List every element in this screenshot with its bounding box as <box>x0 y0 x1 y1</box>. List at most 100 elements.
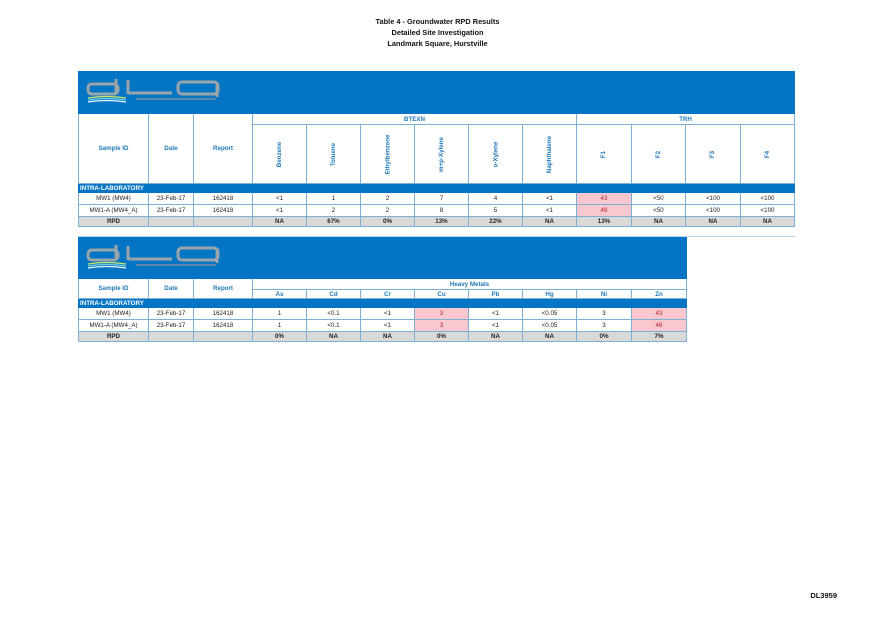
dlq-logo-icon <box>86 79 220 103</box>
report-cell: 162418 <box>194 205 253 217</box>
column-header: Naphthalene <box>523 125 577 184</box>
document-title: Table 4 - Groundwater RPD Results Detail… <box>0 16 875 49</box>
rpd-value: 7% <box>632 332 687 342</box>
dlq-logo-icon <box>86 245 220 269</box>
table-separator <box>78 236 795 237</box>
column-header-label: m+p-Xylene <box>438 136 445 172</box>
value-cell: 5 <box>469 205 523 217</box>
rpd-value: 0% <box>361 217 415 227</box>
section-intra-laboratory: INTRA-LABORATORY <box>78 299 687 308</box>
rpd-value: NA <box>523 217 577 227</box>
value-cell: <50 <box>632 193 686 205</box>
header-date: Date <box>149 279 194 299</box>
rpd-value: 13% <box>415 217 469 227</box>
column-header-label: Ethylbenzene <box>383 134 391 174</box>
column-header: F1 <box>577 125 632 184</box>
rpd-value: 22% <box>469 217 523 227</box>
group-header-heavy-metals: Heavy Metals <box>253 279 687 290</box>
column-header: F2 <box>632 125 686 184</box>
value-cell: <100 <box>741 193 795 205</box>
rpd-value: 0% <box>577 332 632 342</box>
sample-id-cell: MW1 (MW4) <box>78 193 149 205</box>
rpd-value: 0% <box>415 332 469 342</box>
column-header: F3 <box>686 125 741 184</box>
table-banner <box>78 71 795 114</box>
report-cell: 162418 <box>194 308 253 320</box>
sample-id-cell: MW1-A (MW4_A) <box>78 205 149 217</box>
rpd-value: NA <box>686 217 741 227</box>
rpd-value: 0% <box>253 332 307 342</box>
rpd-blank <box>194 332 253 342</box>
rpd-value: 67% <box>307 217 361 227</box>
value-cell: <100 <box>686 193 741 205</box>
value-cell: 49 <box>577 205 632 217</box>
value-cell: <1 <box>253 205 307 217</box>
value-cell: 1 <box>253 308 307 320</box>
rpd-blank <box>149 217 194 227</box>
column-header: Zn <box>632 290 687 299</box>
value-cell: <1 <box>523 193 577 205</box>
rpd-value: NA <box>307 332 361 342</box>
column-header-label: Naphthalene <box>545 135 553 173</box>
column-header: Hg <box>523 290 577 299</box>
group-header-btexn: BTEXN <box>253 114 577 125</box>
column-header-label: F1 <box>600 150 608 158</box>
report-cell: 162418 <box>194 320 253 332</box>
date-cell: 23-Feb-17 <box>149 193 194 205</box>
value-cell: <1 <box>361 308 415 320</box>
value-cell: 46 <box>632 320 687 332</box>
column-header: Ethylbenzene <box>361 125 415 184</box>
column-header-label: F4 <box>763 150 771 158</box>
value-cell: 2 <box>307 205 361 217</box>
report-cell: 162418 <box>194 193 253 205</box>
value-cell: 3 <box>577 308 632 320</box>
rpd-value: NA <box>741 217 795 227</box>
rpd-label: RPD <box>78 217 149 227</box>
column-header-label: F3 <box>709 150 717 158</box>
rpd-value: NA <box>469 332 523 342</box>
column-header-label: o-Xylene <box>491 141 499 167</box>
table-banner <box>78 237 687 279</box>
column-header: Cr <box>361 290 415 299</box>
value-cell: <1 <box>361 320 415 332</box>
column-header: As <box>253 290 307 299</box>
document-code: DL3959 <box>810 591 837 600</box>
rpd-blank <box>149 332 194 342</box>
date-cell: 23-Feb-17 <box>149 205 194 217</box>
header-report: Report <box>194 279 253 299</box>
title-line-1: Table 4 - Groundwater RPD Results <box>375 17 500 26</box>
value-cell: <0.1 <box>307 308 361 320</box>
value-cell: <100 <box>686 205 741 217</box>
value-cell: 43 <box>632 308 687 320</box>
value-cell: 43 <box>577 193 632 205</box>
value-cell: <0.05 <box>523 320 577 332</box>
column-header-label: F2 <box>654 150 662 158</box>
column-header: Cd <box>307 290 361 299</box>
rpd-blank <box>194 217 253 227</box>
value-cell: 3 <box>415 320 469 332</box>
date-cell: 23-Feb-17 <box>149 308 194 320</box>
value-cell: <100 <box>741 205 795 217</box>
column-header: o-Xylene <box>469 125 523 184</box>
header-sample-id: Sample ID <box>78 114 149 184</box>
value-cell: 3 <box>577 320 632 332</box>
rpd-value: NA <box>523 332 577 342</box>
value-cell: 2 <box>361 193 415 205</box>
column-header: Toluene <box>307 125 361 184</box>
title-line-2: Detailed Site Investigation <box>391 28 484 37</box>
value-cell: 4 <box>469 193 523 205</box>
column-header: F4 <box>741 125 795 184</box>
value-cell: 7 <box>415 193 469 205</box>
group-header-trh: TRH <box>577 114 795 125</box>
value-cell: 1 <box>307 193 361 205</box>
column-header: m+p-Xylene <box>415 125 469 184</box>
title-line-3: Landmark Square, Hurstville <box>387 39 488 48</box>
rpd-value: NA <box>632 217 686 227</box>
value-cell: 8 <box>415 205 469 217</box>
value-cell: <1 <box>253 193 307 205</box>
value-cell: <0.05 <box>523 308 577 320</box>
value-cell: <50 <box>632 205 686 217</box>
rpd-value: NA <box>253 217 307 227</box>
